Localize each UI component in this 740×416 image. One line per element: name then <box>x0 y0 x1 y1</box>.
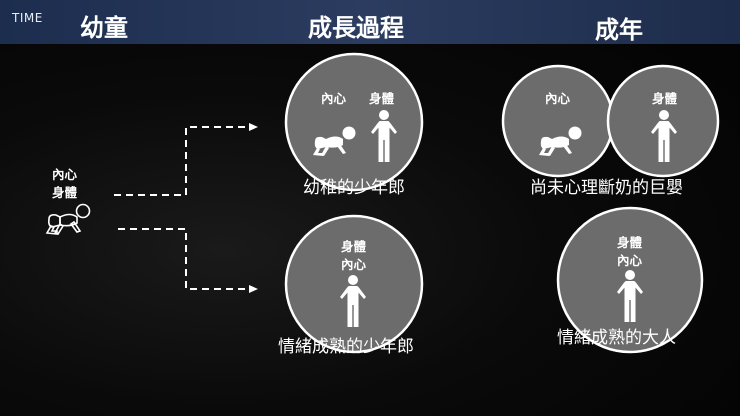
bottom-middle-body-label: 身體 <box>341 239 367 254</box>
top-right-body-label: 身體 <box>652 91 678 106</box>
upper-arrowhead <box>249 123 258 131</box>
top-right-caption: 尚未心理斷奶的巨嬰 <box>530 178 683 198</box>
top-middle-inner-label: 內心 <box>321 91 347 106</box>
bottom-right-inner-label: 內心 <box>617 253 643 268</box>
lower-arrow <box>118 228 250 290</box>
stage-child-heading: 幼童 <box>80 14 128 42</box>
baby-outline-icon <box>46 203 91 235</box>
top-middle-caption: 幼稚的少年郎 <box>303 178 405 198</box>
top-middle-circle <box>284 52 424 192</box>
stage-growth-heading: 成長過程 <box>308 14 404 42</box>
bottom-middle-inner-label: 內心 <box>341 257 367 272</box>
top-right-inner-label: 內心 <box>545 91 571 106</box>
top-middle-body-label: 身體 <box>369 91 395 106</box>
upper-arrow <box>114 126 250 196</box>
bottom-right-caption: 情緒成熟的大人 <box>557 328 676 348</box>
lower-arrowhead <box>249 285 258 293</box>
left-body-label: 身體 <box>52 185 78 200</box>
bottom-right-body-label: 身體 <box>617 235 643 250</box>
bottom-middle-caption: 情緒成熟的少年郎 <box>278 337 414 357</box>
header-bar <box>0 0 740 44</box>
time-label: TIME <box>12 11 43 25</box>
stage-adult-heading: 成年 <box>595 16 643 44</box>
top-right-inner-circle <box>501 64 615 178</box>
left-inner-label: 內心 <box>52 167 78 182</box>
